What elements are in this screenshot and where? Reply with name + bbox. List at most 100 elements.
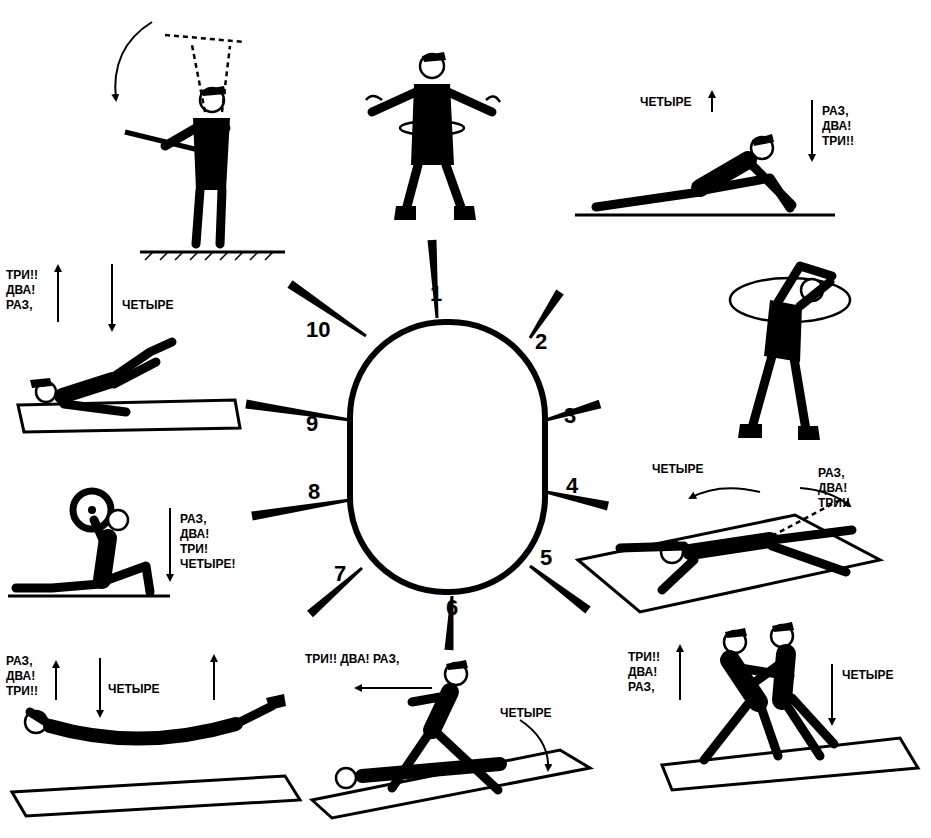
count-label: ТРИ!! ДВА! РАЗ, <box>305 652 399 667</box>
exercise-figure <box>772 530 852 540</box>
exercise-figure <box>356 687 432 689</box>
count-label: ТРИ!! ДВА! РАЗ, <box>6 268 38 313</box>
exercise-figure <box>62 380 112 396</box>
direction-spike <box>428 240 439 318</box>
exercise-figure <box>772 622 794 632</box>
callout-number: 8 <box>308 480 320 504</box>
track-oval <box>350 322 545 592</box>
exercise-figure <box>102 566 150 592</box>
exercise-figure <box>222 46 230 112</box>
exercise-figure <box>115 22 152 100</box>
exercise-figure <box>366 52 500 220</box>
exercise-figure <box>486 96 500 102</box>
exercise-figure <box>711 92 713 112</box>
count-label: РАЗ, ДВА! ТРИ! ЧЕТЫРЕ! <box>180 512 236 572</box>
direction-spike <box>245 400 350 422</box>
exercise-figure <box>114 362 156 384</box>
exercise-figure <box>400 121 464 135</box>
exercise-figure <box>620 546 684 548</box>
callout-number: 1 <box>430 282 442 306</box>
count-label: ЧЕТЫРЕ <box>652 462 704 477</box>
exercise-figure <box>201 86 226 96</box>
exercise-figure <box>169 508 171 580</box>
exercise-figure <box>125 132 215 154</box>
exercise-figure <box>8 491 170 596</box>
exercise-figure <box>145 252 273 260</box>
exercise-figure <box>690 540 770 552</box>
exercise-figure <box>115 22 285 260</box>
exercise-figure <box>772 546 846 572</box>
exercise-figure <box>111 264 113 330</box>
exercise-figure <box>25 711 47 733</box>
exercise-figure <box>752 165 792 205</box>
exercise-figure <box>16 584 100 588</box>
count-label: РАЗ, ДВА! ТРИ!! <box>6 654 38 699</box>
callout-number: 5 <box>540 546 552 570</box>
exercise-figure <box>690 488 760 498</box>
exercise-figure <box>394 206 416 220</box>
direction-spike <box>529 565 591 614</box>
callout-number: 6 <box>446 596 458 620</box>
exercise-figure <box>704 704 748 760</box>
exercise-figure <box>446 165 462 210</box>
exercise-figure <box>436 732 498 790</box>
exercise-figure <box>575 214 835 217</box>
count-label: ЧЕТЫРЕ <box>500 706 552 721</box>
exercise-figure <box>205 128 226 150</box>
exercise-figure <box>596 192 700 207</box>
direction-spike <box>251 499 350 521</box>
exercise-figure <box>88 506 96 514</box>
exercise-figure <box>798 426 820 440</box>
callout-number: 4 <box>566 474 578 498</box>
exercise-figure <box>312 660 590 818</box>
exercise-figure <box>578 515 880 612</box>
exercise-figure <box>811 100 813 160</box>
exercise-figure <box>752 134 774 146</box>
exercise-figure <box>662 738 918 790</box>
exercise-figure <box>730 266 850 440</box>
exercise-figure <box>30 712 46 722</box>
exercise-figure <box>12 776 300 816</box>
count-label: ЧЕТЫРЕ <box>640 95 692 110</box>
exercise-figure <box>30 378 52 388</box>
count-label: ТРИ!! ДВА! РАЗ, <box>628 650 660 695</box>
exercise-figure <box>372 92 416 112</box>
exercise-figure <box>422 52 446 62</box>
exercise-figure <box>192 45 205 112</box>
exercise-figure <box>679 646 681 700</box>
exercise-figure <box>336 768 356 788</box>
exercise-figure <box>392 732 430 788</box>
exercise-figure <box>831 664 833 724</box>
exercise-figure <box>108 510 128 530</box>
exercise-figure <box>57 266 59 322</box>
exercise-figure <box>448 92 492 112</box>
exercise-figure <box>55 662 57 700</box>
exercise-figure <box>744 664 780 690</box>
exercise-figure <box>725 628 747 638</box>
exercise-figure <box>12 656 300 816</box>
exercise-figure <box>662 622 918 790</box>
exercise-figure <box>792 698 834 744</box>
exercise-figure <box>760 704 778 756</box>
exercise-figure <box>412 696 446 702</box>
callout-number: 9 <box>306 412 318 436</box>
count-label: РАЗ, ДВА! ТРИ!! <box>818 466 850 511</box>
exercise-figure <box>18 400 240 432</box>
exercise-figure <box>446 660 468 670</box>
exercise-figure <box>196 190 200 244</box>
exercise-figure <box>794 358 806 430</box>
exercise-figure <box>94 520 104 542</box>
count-label: ЧЕТЫРЕ <box>842 668 894 683</box>
exercise-figure <box>266 694 286 710</box>
count-label: ЧЕТЫРЕ <box>122 298 174 313</box>
exercise-figure <box>165 35 245 42</box>
exercise-figure <box>662 560 694 590</box>
callout-number: 2 <box>535 330 547 354</box>
exercise-figure <box>454 206 476 220</box>
exercise-figure <box>50 724 236 739</box>
direction-spike <box>245 240 609 651</box>
callout-number: 10 <box>306 318 330 342</box>
